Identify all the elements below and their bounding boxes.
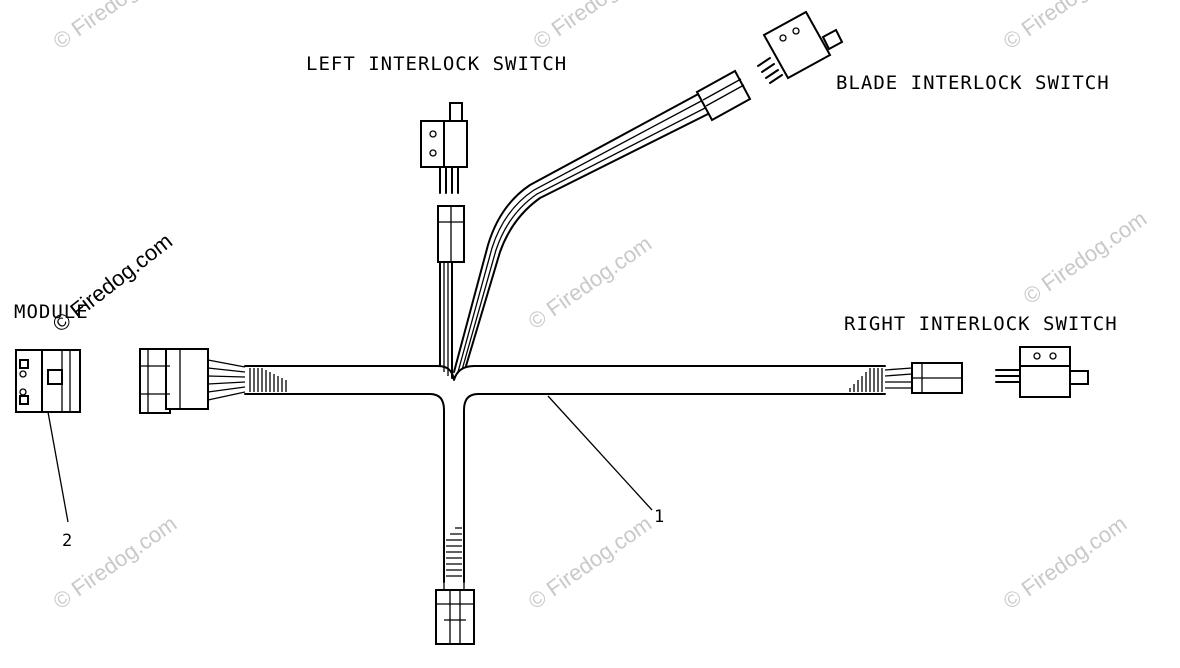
blade-interlock-switch xyxy=(757,10,844,84)
left-interlock-switch xyxy=(420,102,468,194)
watermark: © Firedog.com xyxy=(1019,206,1152,309)
harness-bottom-connector-detail xyxy=(436,582,474,644)
label-module: MODULE xyxy=(14,301,89,323)
right-switch-hole xyxy=(1033,352,1041,360)
harness-trunk-bottom-right xyxy=(463,393,886,583)
harness-wrap-right xyxy=(849,368,883,392)
blade-switch-terminals xyxy=(757,57,783,84)
harness-branch-left-wires xyxy=(443,262,449,376)
blade-switch-plunger xyxy=(821,28,844,51)
callout-harness: 1 xyxy=(547,395,664,527)
watermark: © Firedog.com xyxy=(999,511,1132,614)
watermark: © Firedog.com xyxy=(529,0,662,54)
label-blade-interlock-switch: BLADE INTERLOCK SWITCH xyxy=(836,72,1110,94)
right-switch-plunger xyxy=(1069,370,1089,385)
watermark: © Firedog.com xyxy=(524,231,657,334)
module-hole xyxy=(19,370,27,378)
wiring-harness xyxy=(207,91,913,645)
harness-wrap-bottom xyxy=(446,527,462,577)
module-harness-connector xyxy=(139,348,209,414)
harness-wrap-left xyxy=(249,368,287,392)
blade-switch-hole xyxy=(792,27,800,35)
harness-trunk-bottom-left xyxy=(244,393,445,583)
blade-harness-connector xyxy=(695,69,752,122)
harness-wires-left xyxy=(207,359,246,401)
callout-module: 2 xyxy=(47,411,72,551)
left-switch-plunger xyxy=(449,102,463,122)
callout-leader-line xyxy=(547,395,653,511)
left-switch-harness-connector xyxy=(437,205,465,263)
harness-branch-left-switch xyxy=(439,261,453,379)
watermark: © Firedog.com xyxy=(49,0,182,54)
right-interlock-switch xyxy=(995,346,1089,398)
blade-switch-body xyxy=(762,10,832,80)
harness-trunk-top xyxy=(244,365,886,381)
left-switch-terminals xyxy=(439,166,459,194)
module xyxy=(15,349,81,413)
harness-wires-right xyxy=(884,367,913,389)
harness-branch-blade-inner xyxy=(465,111,713,367)
callout-number-1: 1 xyxy=(654,507,664,527)
watermark: © Firedog.com xyxy=(49,511,182,614)
right-switch-hole xyxy=(1049,352,1057,360)
left-switch-hole xyxy=(429,149,437,157)
blade-switch-hole xyxy=(779,34,787,42)
label-right-interlock-switch: RIGHT INTERLOCK SWITCH xyxy=(844,313,1118,335)
callout-number-2: 2 xyxy=(62,531,72,551)
right-switch-terminals xyxy=(995,369,1021,383)
left-switch-hole xyxy=(429,130,437,138)
right-harness-connector xyxy=(911,362,963,394)
watermark: © Firedog.com xyxy=(524,511,657,614)
harness-bottom-connector xyxy=(435,589,475,645)
label-left-interlock-switch: LEFT INTERLOCK SWITCH xyxy=(306,53,567,75)
watermark: © Firedog.com xyxy=(999,0,1132,54)
harness-branch-blade-outer xyxy=(453,91,703,373)
harness-branch-blade-wires xyxy=(457,98,710,373)
right-switch-body xyxy=(1019,346,1071,398)
callout-leader-line xyxy=(47,411,69,523)
